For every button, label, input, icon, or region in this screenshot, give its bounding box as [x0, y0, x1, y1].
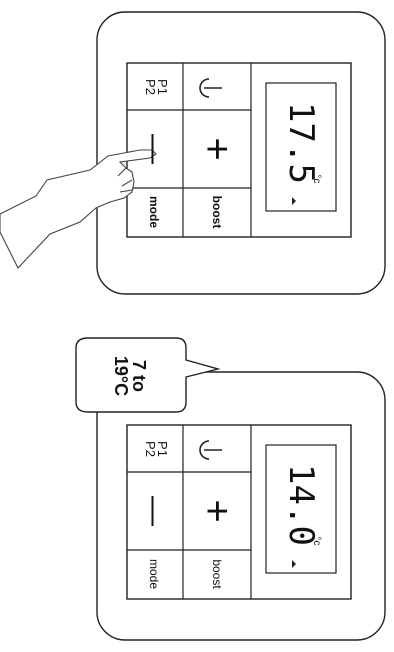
bottom-minus-button[interactable]: —	[138, 496, 171, 526]
bottom-plus-button[interactable]: +	[195, 499, 239, 523]
top-lcd-screen	[265, 82, 337, 212]
top-boost-button[interactable]: boost	[210, 195, 224, 229]
bottom-mode-button[interactable]: mode	[147, 558, 161, 590]
callout-bubble	[75, 337, 221, 413]
callout-text: 7 to 19°C	[111, 355, 149, 397]
top-minus-button[interactable]: —	[138, 134, 171, 164]
bottom-program-label[interactable]: P1 P2	[143, 441, 170, 457]
bottom-boost-button[interactable]: boost	[210, 559, 224, 589]
top-mode-button[interactable]: mode	[147, 195, 161, 228]
top-lcd-indicator-icon	[292, 197, 296, 205]
bottom-lcd-indicator-icon	[292, 560, 296, 568]
bottom-power-icon[interactable]	[199, 440, 222, 460]
bottom-lcd-screen	[265, 444, 337, 574]
bottom-display-unit: °c	[311, 536, 322, 546]
top-display-unit: °c	[311, 174, 322, 184]
top-plus-button[interactable]: +	[195, 137, 239, 161]
top-program-label[interactable]: P1 P2	[143, 79, 170, 95]
pointing-hand-icon	[0, 149, 157, 269]
top-power-icon[interactable]	[199, 78, 222, 98]
